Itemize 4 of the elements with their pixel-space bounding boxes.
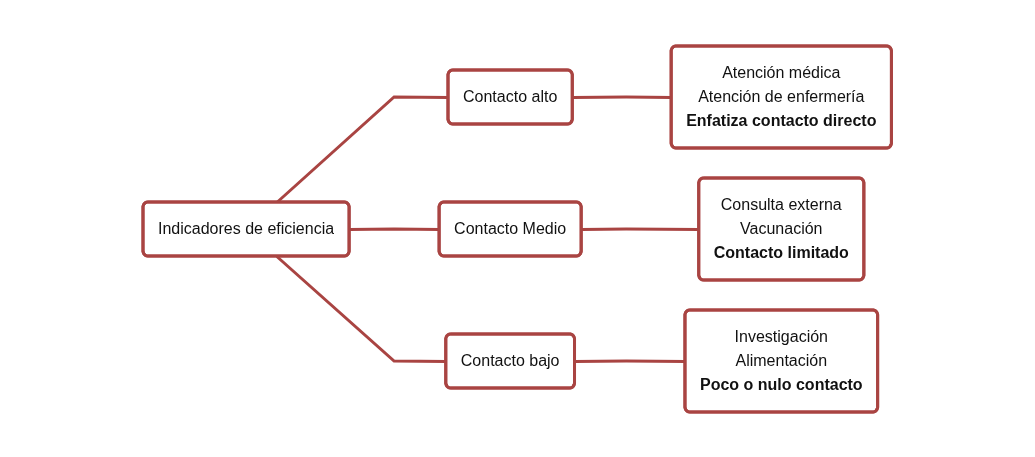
connector — [581, 227, 700, 231]
connector — [349, 227, 440, 231]
connector — [575, 359, 686, 363]
connector — [573, 95, 672, 99]
